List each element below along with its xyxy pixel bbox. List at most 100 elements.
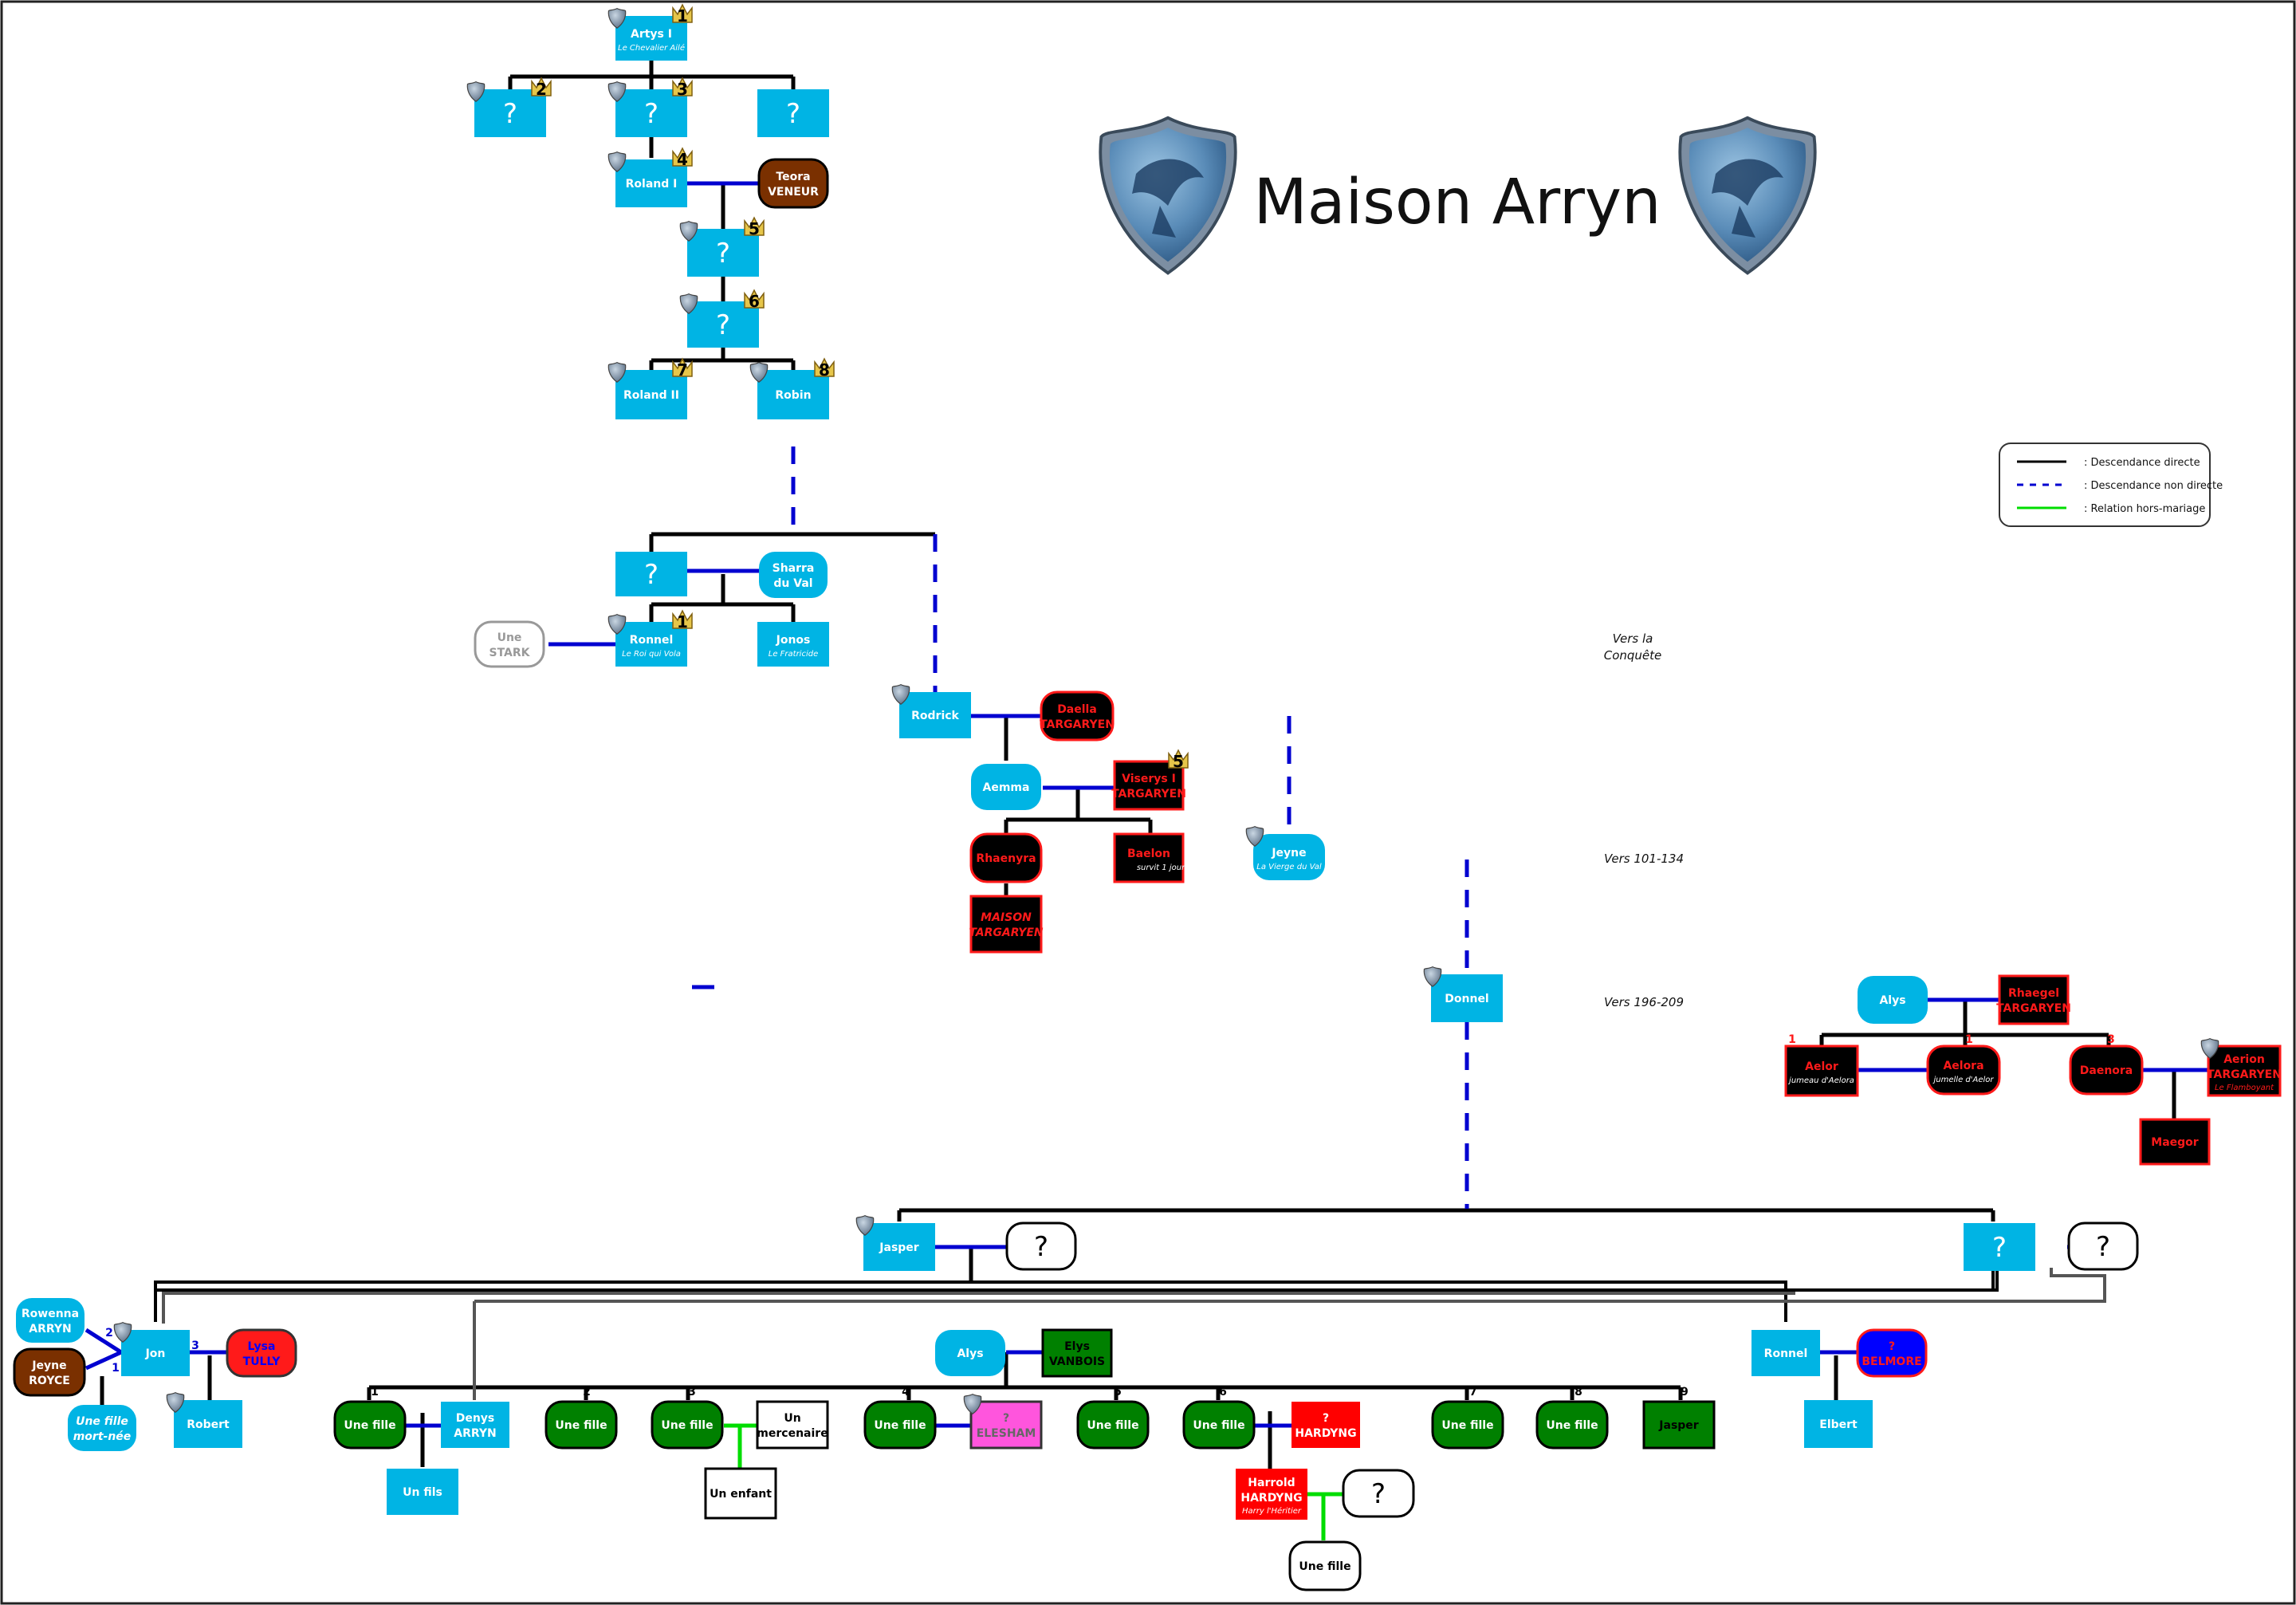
- order-number: 2: [583, 1386, 591, 1398]
- person-name: Une fille: [344, 1419, 395, 1432]
- person-name: Donnel: [1445, 993, 1488, 1005]
- person-box: [1642, 1400, 1716, 1450]
- person-box: [615, 16, 687, 61]
- person-jon[interactable]: Jon: [113, 1321, 190, 1376]
- person-box: [899, 692, 971, 738]
- person-q5[interactable]: ?5: [679, 216, 765, 277]
- person-hardyng_q[interactable]: ?HARDYNG: [1292, 1402, 1360, 1448]
- order-number: 6: [1219, 1386, 1227, 1398]
- person-box: [2207, 1044, 2282, 1097]
- person-aemma[interactable]: Aemma: [971, 764, 1041, 810]
- person-name: ?: [716, 238, 730, 269]
- person-jasper_w[interactable]: ?: [1005, 1221, 1077, 1271]
- person-box: [545, 1400, 618, 1450]
- person-house: TARGARYEN: [1111, 788, 1186, 801]
- person-rodrick[interactable]: Rodrick: [891, 683, 971, 738]
- person-elesham[interactable]: ?ELESHAM: [963, 1393, 1043, 1450]
- legend-direct: : Descendance directe: [2084, 457, 2200, 469]
- person-name: Jasper: [1658, 1419, 1699, 1432]
- person-box: [757, 622, 829, 667]
- person-box: [1182, 1400, 1256, 1450]
- crown-icon: 3: [672, 77, 693, 99]
- person-q2[interactable]: ?2: [466, 77, 552, 137]
- person-roland2[interactable]: Roland II7: [607, 357, 693, 419]
- person-robert[interactable]: Robert: [166, 1391, 242, 1448]
- person-name: Elys: [1064, 1340, 1090, 1353]
- person-q3[interactable]: ?3: [607, 77, 693, 137]
- person-box: [1253, 834, 1325, 880]
- person-box: [1076, 1400, 1150, 1450]
- person-maegor[interactable]: Maegor: [2139, 1118, 2211, 1166]
- person-name: Sharra: [773, 562, 815, 575]
- person-fille_h[interactable]: Une fille: [1288, 1540, 1362, 1591]
- person-ronnel2[interactable]: Ronnel: [1751, 1330, 1820, 1376]
- person-box: [615, 622, 687, 667]
- person-enfant[interactable]: Un enfant: [704, 1467, 777, 1520]
- person-belmore[interactable]: ?BELMORE: [1856, 1328, 1928, 1378]
- person-name: Alys: [1879, 994, 1905, 1007]
- person-box: [687, 229, 759, 277]
- person-fils[interactable]: Un fils: [387, 1469, 458, 1515]
- person-roland1[interactable]: Roland I4: [607, 147, 693, 207]
- person-q3b[interactable]: ?: [757, 89, 829, 137]
- person-jasper[interactable]: Jasper: [855, 1214, 935, 1271]
- person-qsharra[interactable]: ?: [615, 552, 687, 596]
- person-name: Rhaenyra: [976, 852, 1036, 865]
- crown-icon: 5: [1168, 749, 1189, 771]
- person-box: [704, 1467, 777, 1520]
- person-name: Denys: [456, 1412, 495, 1425]
- order-number: 3: [191, 1339, 199, 1352]
- person-alys_t[interactable]: Alys: [1858, 976, 1928, 1024]
- person-qright[interactable]: ?: [1964, 1223, 2035, 1271]
- page-title: Maison Arryn: [1253, 167, 1661, 238]
- person-box: [651, 1400, 724, 1450]
- person-harrold_w[interactable]: ?: [1342, 1469, 1415, 1518]
- crown-icon: 1: [672, 609, 693, 631]
- person-name: ?: [786, 98, 800, 130]
- person-qright_w[interactable]: ?: [2067, 1221, 2139, 1271]
- person-donnel[interactable]: Donnel: [1423, 966, 1503, 1022]
- person-box: [1858, 976, 1928, 1024]
- person-alys[interactable]: Alys: [935, 1330, 1005, 1376]
- person-elbert[interactable]: Elbert: [1804, 1400, 1873, 1448]
- person-q6[interactable]: ?6: [679, 289, 765, 348]
- person-box: [687, 301, 759, 348]
- person-epithet: survit 1 jour: [1137, 863, 1185, 872]
- person-rhaenyra[interactable]: Rhaenyra: [969, 832, 1043, 883]
- person-box: [2067, 1221, 2139, 1271]
